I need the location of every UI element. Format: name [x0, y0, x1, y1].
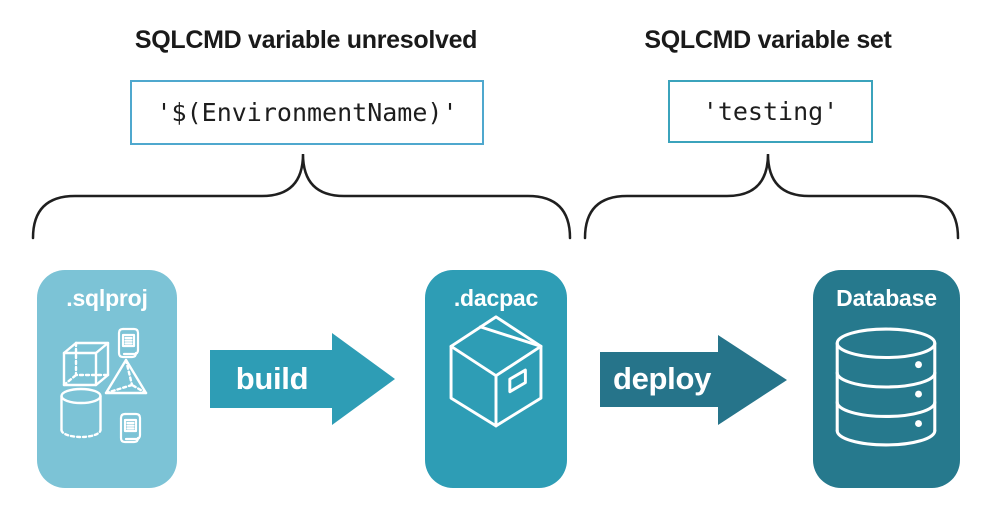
set-value: 'testing'	[702, 97, 839, 126]
set-heading: SQLCMD variable set	[644, 26, 892, 54]
deploy-arrow-label: deploy	[612, 361, 712, 396]
stage-database-label: Database	[836, 285, 937, 311]
deploy-arrow	[600, 335, 787, 425]
database-cylinder-icon	[835, 327, 937, 447]
build-arrow-shape	[210, 333, 395, 425]
deploy-arrow-shape	[600, 335, 787, 425]
stage-sqlproj-label: .sqlproj	[66, 285, 148, 311]
right-brace-icon	[583, 153, 960, 240]
package-icon	[449, 315, 543, 428]
cylinder-icon	[60, 387, 102, 439]
pyramid-icon	[104, 358, 148, 395]
scroll-icon	[117, 327, 140, 359]
unresolved-value: '$(EnvironmentName)'	[156, 98, 458, 127]
stage-sqlproj: .sqlproj	[37, 270, 177, 488]
set-value-box: 'testing'	[668, 80, 873, 143]
stage-database: Database	[813, 270, 960, 488]
build-arrow-label: build	[235, 361, 309, 396]
build-arrow	[210, 333, 395, 425]
scroll-icon	[119, 412, 142, 444]
stage-dacpac-label: .dacpac	[453, 285, 539, 311]
sqlproj-icons	[60, 327, 148, 444]
unresolved-value-box: '$(EnvironmentName)'	[130, 80, 484, 145]
stage-dacpac: .dacpac	[425, 270, 567, 488]
cube-icon	[62, 341, 110, 387]
unresolved-heading: SQLCMD variable unresolved	[134, 26, 478, 54]
left-brace-icon	[31, 153, 572, 240]
